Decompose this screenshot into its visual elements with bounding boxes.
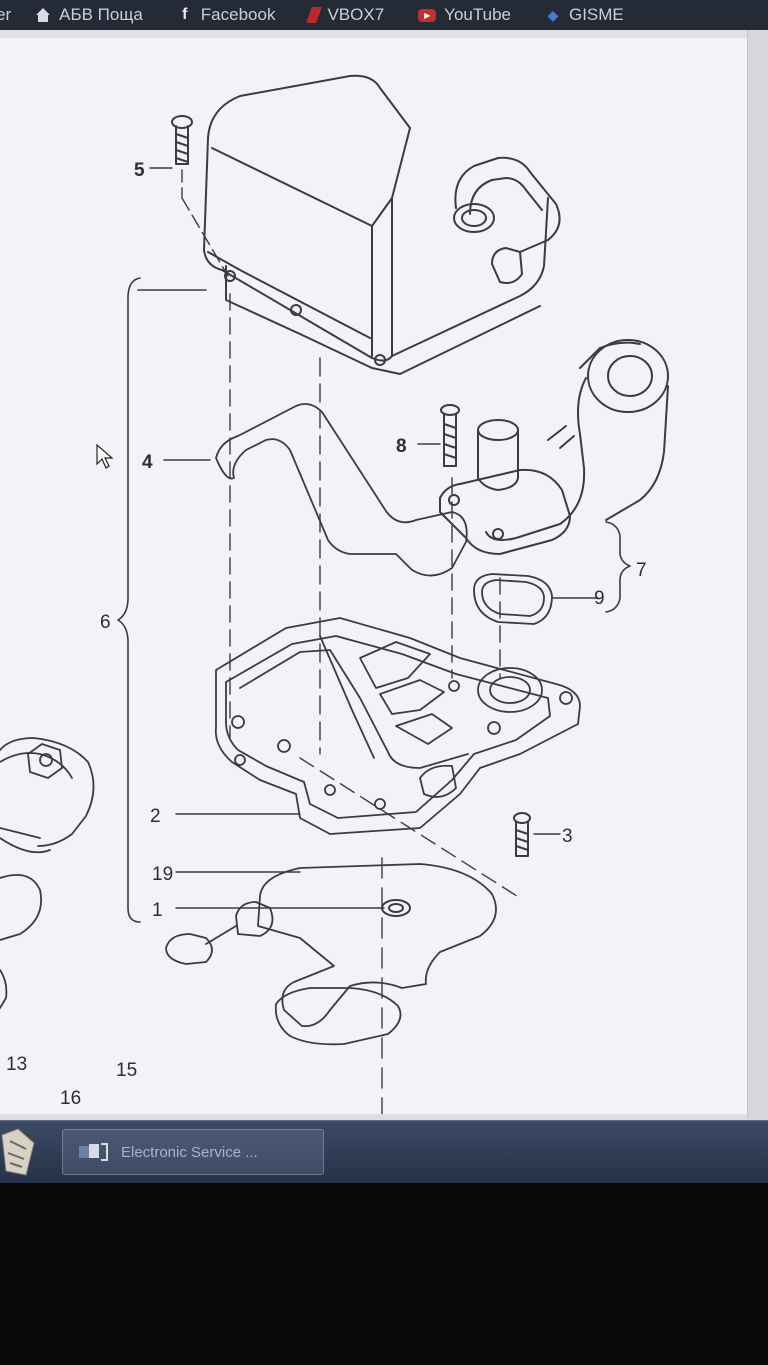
bookmark-facebook[interactable]: f Facebook (177, 5, 276, 25)
callout-3: 3 (562, 826, 573, 847)
callout-4: 4 (142, 452, 153, 473)
callout-13: 13 (6, 1054, 27, 1075)
callout-15: 15 (116, 1060, 137, 1081)
electronic-service-app-icon (79, 1143, 108, 1161)
bookmark-label: АБВ Поща (59, 5, 143, 24)
callout-8: 8 (396, 436, 407, 457)
windows-taskbar: Electronic Service ... (0, 1120, 768, 1183)
bookmark-gismeteo[interactable]: ◆ GISME (545, 5, 624, 25)
bookmark-youtube[interactable]: ▶ YouTube (418, 5, 511, 25)
start-button[interactable] (0, 1125, 42, 1179)
callout-19: 19 (152, 864, 173, 885)
adjacent-filter-cap-part (0, 737, 95, 1009)
callout-9: 9 (594, 588, 605, 609)
bookmark-truncated[interactable]: er (0, 5, 11, 25)
seal-9-part[interactable] (473, 573, 553, 625)
document-viewer[interactable]: 5 4 8 7 9 6 2 3 19 1 13 15 16 (0, 30, 768, 1120)
callout-7: 7 (636, 560, 647, 581)
oil-filter-housing-part[interactable] (439, 339, 669, 555)
taskbar-item-electronic-service[interactable]: Electronic Service ... (62, 1129, 324, 1175)
taskbar-item-label: Electronic Service ... (121, 1143, 258, 1161)
vertical-scrollbar[interactable] (747, 30, 768, 1120)
bolt-8-part[interactable] (440, 404, 460, 467)
gasket-4-part[interactable] (215, 403, 468, 577)
facebook-icon: f (182, 6, 188, 23)
callout-6: 6 (100, 612, 111, 633)
bolt-3-part[interactable] (513, 812, 531, 857)
bracket-7 (605, 521, 631, 613)
callout-1: 1 (152, 900, 163, 921)
oil-cooler-part[interactable] (203, 74, 561, 375)
youtube-icon: ▶ (418, 8, 437, 22)
vbox-icon (306, 7, 323, 23)
bracket-6 (117, 277, 207, 923)
bookmark-vbox7[interactable]: VBOX7 (306, 5, 385, 25)
bookmark-label: Facebook (200, 5, 276, 24)
bolt-5-part[interactable] (171, 115, 193, 165)
gismeteo-icon: ◆ (547, 6, 559, 23)
exploded-parts-diagram: 5 4 8 7 9 6 2 3 19 1 13 15 16 (0, 74, 669, 1114)
mouse-pointer-icon (96, 444, 114, 469)
callout-5: 5 (134, 160, 145, 181)
gasket-19-part[interactable] (165, 863, 497, 1046)
callout-2: 2 (150, 806, 161, 827)
bookmarks-bar: er АБВ Поща f Facebook VBOX7 ▶ YouTube ◆… (0, 0, 768, 30)
callout-16: 16 (60, 1088, 81, 1109)
seal-ring-1-part[interactable] (381, 899, 411, 917)
bookmark-label: YouTube (444, 5, 511, 24)
home-icon (35, 7, 51, 23)
oil-cooler-base-plate-2-part[interactable] (214, 617, 581, 835)
bookmark-label: GISME (568, 5, 624, 24)
diagram-page: 5 4 8 7 9 6 2 3 19 1 13 15 16 (0, 38, 748, 1114)
bookmark-label: er (0, 5, 12, 24)
bookmark-abv-mail[interactable]: АБВ Поща (35, 5, 143, 25)
monitor-bezel (0, 1183, 768, 1365)
bookmark-label: VBOX7 (327, 5, 385, 24)
